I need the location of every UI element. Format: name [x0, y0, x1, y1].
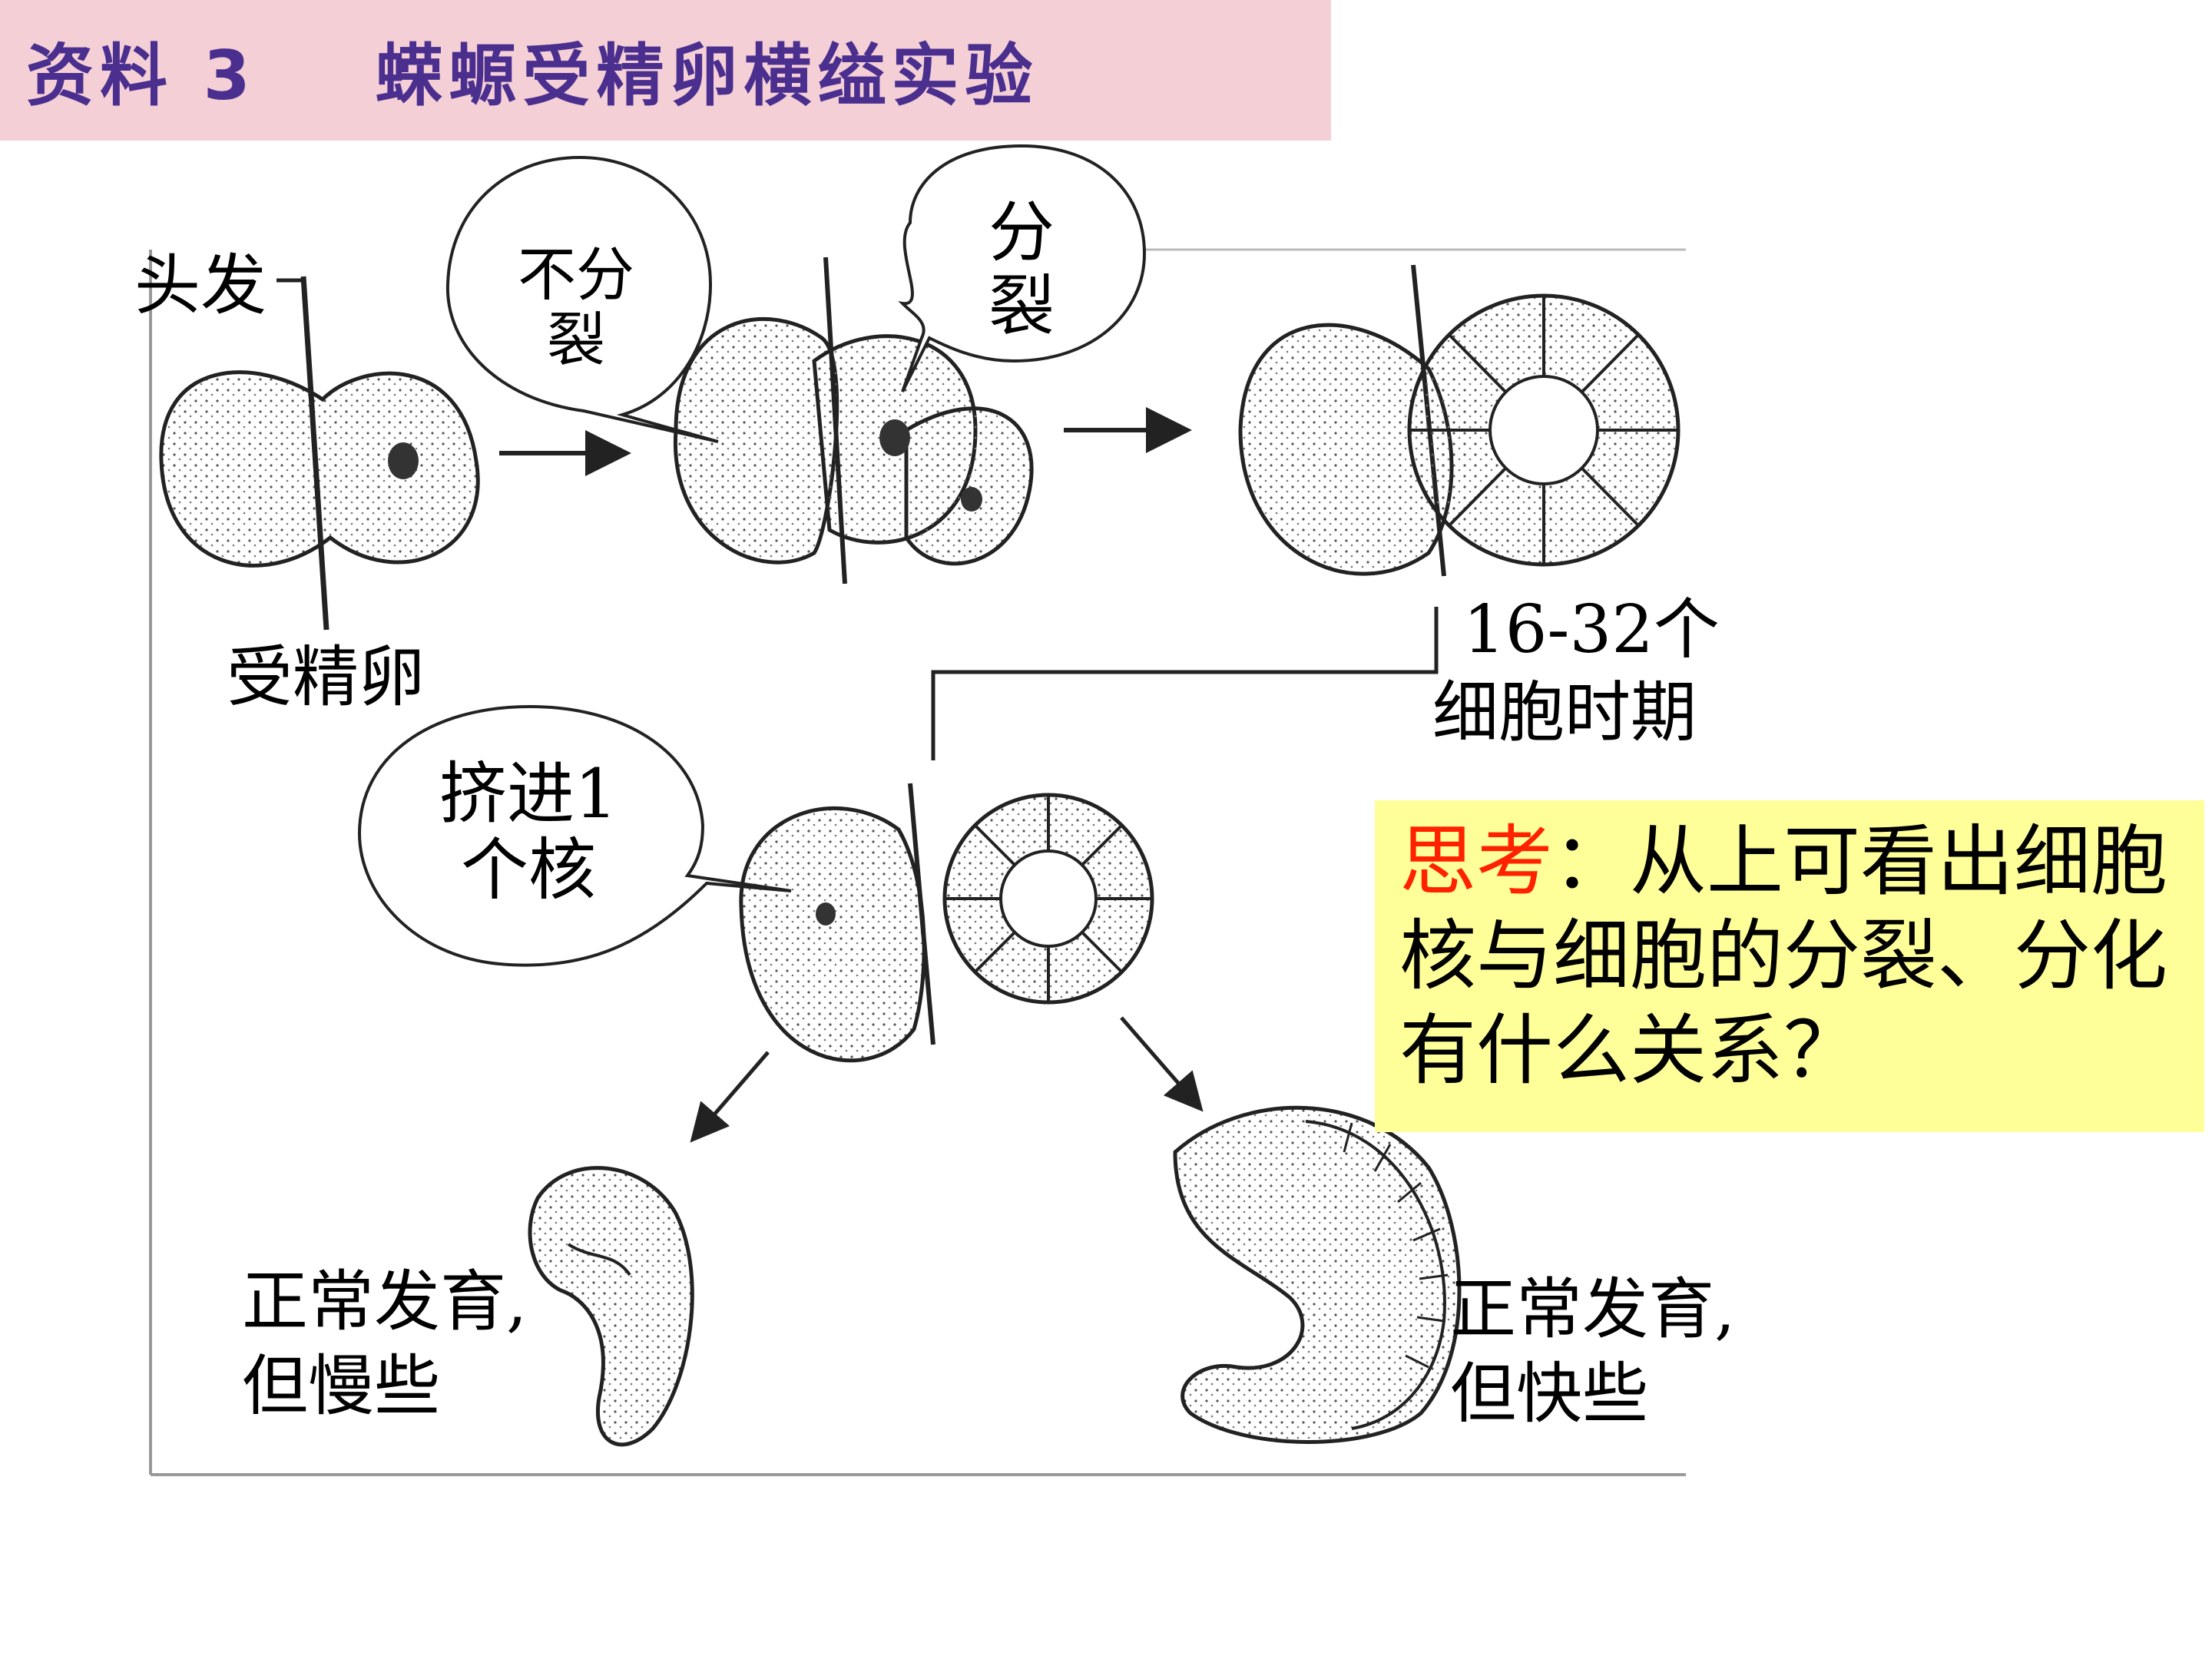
bubble-division-line2: 裂	[988, 268, 1055, 346]
bubble-push-nucleus-line2: 个核	[460, 830, 596, 909]
bubble-push-nucleus	[357, 704, 792, 967]
think-question: 思考：从上可看出细胞核与细胞的分裂、分化有什么关系？	[1399, 814, 2198, 1098]
bubble-no-division-line1: 不分	[518, 240, 634, 309]
bubble-no-division-line2: 裂	[547, 306, 605, 375]
bubble-division-line1: 分	[988, 194, 1055, 271]
slide-title: 资料 3 蝾螈受精卵横缢实验	[26, 36, 1039, 115]
arrow-right-outcome	[1120, 1016, 1204, 1112]
right-outcome-line1: 正常发育,	[1450, 1271, 1736, 1348]
cell-stage-label-line2: 细胞时期	[1432, 674, 1697, 751]
embryo-slow-illustration	[528, 1166, 694, 1447]
fertilized-egg-illustration	[159, 276, 480, 631]
think-keyword: 思考	[1399, 816, 1553, 906]
think-box	[1375, 800, 2204, 1132]
cell-stage-label-line1: 16-32个	[1463, 591, 1720, 668]
multicell-stage-illustration	[1238, 264, 1681, 577]
nucleus-pushed-illustration	[739, 783, 1154, 1063]
bubble-division	[898, 144, 1147, 392]
bubble-no-division	[445, 155, 719, 443]
embryo-fast-illustration	[1173, 1105, 1462, 1444]
right-outcome-line2: 但快些	[1450, 1356, 1648, 1432]
connector-line	[931, 607, 1439, 760]
fertilized-egg-label: 受精卵	[227, 639, 425, 716]
bubble-push-nucleus-line1: 挤进1	[439, 754, 618, 833]
hair-label: 头发	[134, 247, 267, 324]
title-bar	[0, 0, 1331, 141]
think-question-text: ：从上可看出细胞核与细胞的分裂、分化有什么关系？	[1399, 816, 2167, 1095]
arrow-left-outcome	[690, 1051, 770, 1143]
bubble-push-nucleus-text: 挤进1 个核	[421, 754, 636, 909]
bubble-division-text: 分 裂	[972, 196, 1071, 344]
dividing-egg-illustration	[673, 257, 1034, 584]
left-outcome-line1: 正常发育,	[242, 1263, 528, 1340]
bubble-no-division-text: 不分 裂	[507, 242, 645, 373]
left-outcome-line2: 但慢些	[242, 1348, 440, 1425]
